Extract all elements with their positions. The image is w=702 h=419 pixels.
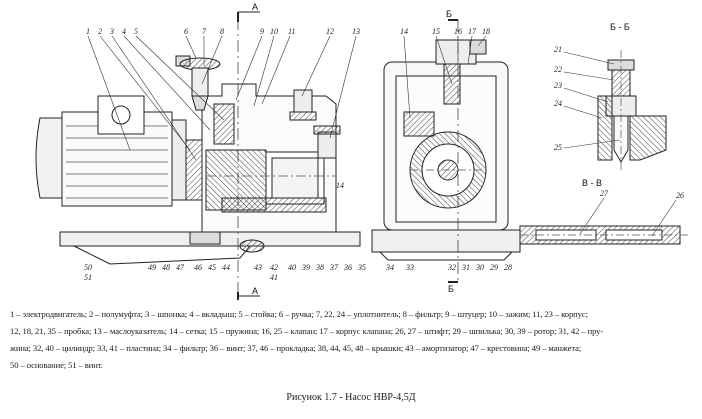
section-vv-view [519, 225, 690, 245]
legend-line: 1 – электродвигатель; 2 – полумуфта; 3 –… [10, 309, 588, 319]
figure-caption: Рисунок 1.7 - Насос НВР-4,5Д [286, 392, 416, 403]
part-label: 18 [482, 27, 490, 36]
part-label: 50 [84, 263, 92, 272]
part-label: 14 [336, 181, 344, 190]
leader-lines [87, 35, 677, 237]
part-label: 48 [162, 263, 170, 272]
part-label: 36 [343, 263, 352, 272]
part-label: 28 [504, 263, 512, 272]
part-label: 31 [461, 263, 470, 272]
section-mark-b-top: Б [446, 9, 452, 19]
electric-motor [35, 95, 187, 207]
part-label: 30 [475, 263, 484, 272]
part-label: 43 [254, 263, 262, 272]
part-label: 23 [554, 81, 562, 90]
part-label: 49 [148, 263, 156, 272]
part-label: 6 [184, 27, 188, 36]
part-label: 22 [554, 65, 562, 74]
part-labels-top: 1 2 3 4 5 6 7 8 9 10 11 12 13 [86, 27, 360, 36]
section-mark-b-bottom: Б [448, 284, 454, 294]
end-view [371, 19, 521, 284]
part-labels-bottom: 50 51 49 48 47 46 45 44 43 42 41 40 39 3… [84, 263, 366, 282]
legend-line: 50 – основание; 51 – винт. [10, 360, 103, 370]
part-label: 33 [405, 263, 414, 272]
part-label: 4 [122, 27, 126, 36]
section-bb-title: Б - Б [610, 22, 630, 32]
base-frame [59, 231, 361, 265]
part-label: 42 [270, 263, 278, 272]
section-line-a [237, 11, 260, 300]
rotor-cylinder [409, 131, 487, 209]
section-mark-labels: А А Б Б Б - Б В - В [252, 2, 630, 296]
pump-body [201, 83, 337, 233]
part-label: 9 [260, 27, 264, 36]
part-label: 16 [454, 27, 462, 36]
legend-line: 12, 18, 21, 35 – пробка; 13 – маслоуказа… [10, 326, 604, 336]
part-label: 41 [270, 273, 278, 282]
pump-technical-drawing: 1 2 3 4 5 6 7 8 9 10 11 12 13 50 51 49 4… [35, 2, 690, 300]
section-mark-a-bottom: А [252, 286, 258, 296]
part-label: 51 [84, 273, 92, 282]
part-label: 14 [400, 27, 408, 36]
part-label: 35 [357, 263, 366, 272]
part-label: 2 [98, 27, 102, 36]
part-label: 17 [468, 27, 477, 36]
part-label: 46 [194, 263, 202, 272]
part-label: 10 [270, 27, 278, 36]
part-label: 45 [208, 263, 216, 272]
part-label: 11 [288, 27, 295, 36]
fitting [289, 89, 341, 159]
part-label: 37 [329, 263, 339, 272]
main-side-view [35, 11, 361, 300]
part-label: 44 [222, 263, 230, 272]
part-label: 13 [352, 27, 360, 36]
part-label: 38 [315, 263, 324, 272]
part-label: 7 [202, 27, 207, 36]
section-vv-title: В - В [582, 178, 602, 188]
part-label: 12 [326, 27, 334, 36]
section-bb-labels: 21 22 23 24 25 27 26 [554, 45, 684, 200]
part-label: 24 [554, 99, 562, 108]
part-label: 27 [600, 189, 609, 198]
handle-and-filter [175, 55, 221, 111]
part-label: 40 [288, 263, 296, 272]
part-label: 1 [86, 27, 90, 36]
end-view-labels: 14 15 16 17 18 34 33 32 31 30 29 28 [385, 27, 512, 272]
part-label: 39 [301, 263, 310, 272]
part-label: 21 [554, 45, 562, 54]
part-label: 34 [385, 263, 394, 272]
part-label: 8 [220, 27, 224, 36]
section-mark-a-top: А [252, 2, 258, 12]
part-label: 32 [447, 263, 456, 272]
part-label: 3 [109, 27, 114, 36]
part-label: 29 [490, 263, 498, 272]
section-bb-view [597, 50, 667, 170]
part-label: 26 [676, 191, 684, 200]
part-label: 25 [554, 143, 562, 152]
part-label: 47 [176, 263, 185, 272]
parts-legend: 1 – электродвигатель; 2 – полумуфта; 3 –… [10, 306, 694, 374]
part-label: 5 [134, 27, 138, 36]
legend-line: жина; 32, 40 – цилиндр; 33, 41 – пластин… [10, 343, 582, 353]
part-label: 15 [432, 27, 440, 36]
